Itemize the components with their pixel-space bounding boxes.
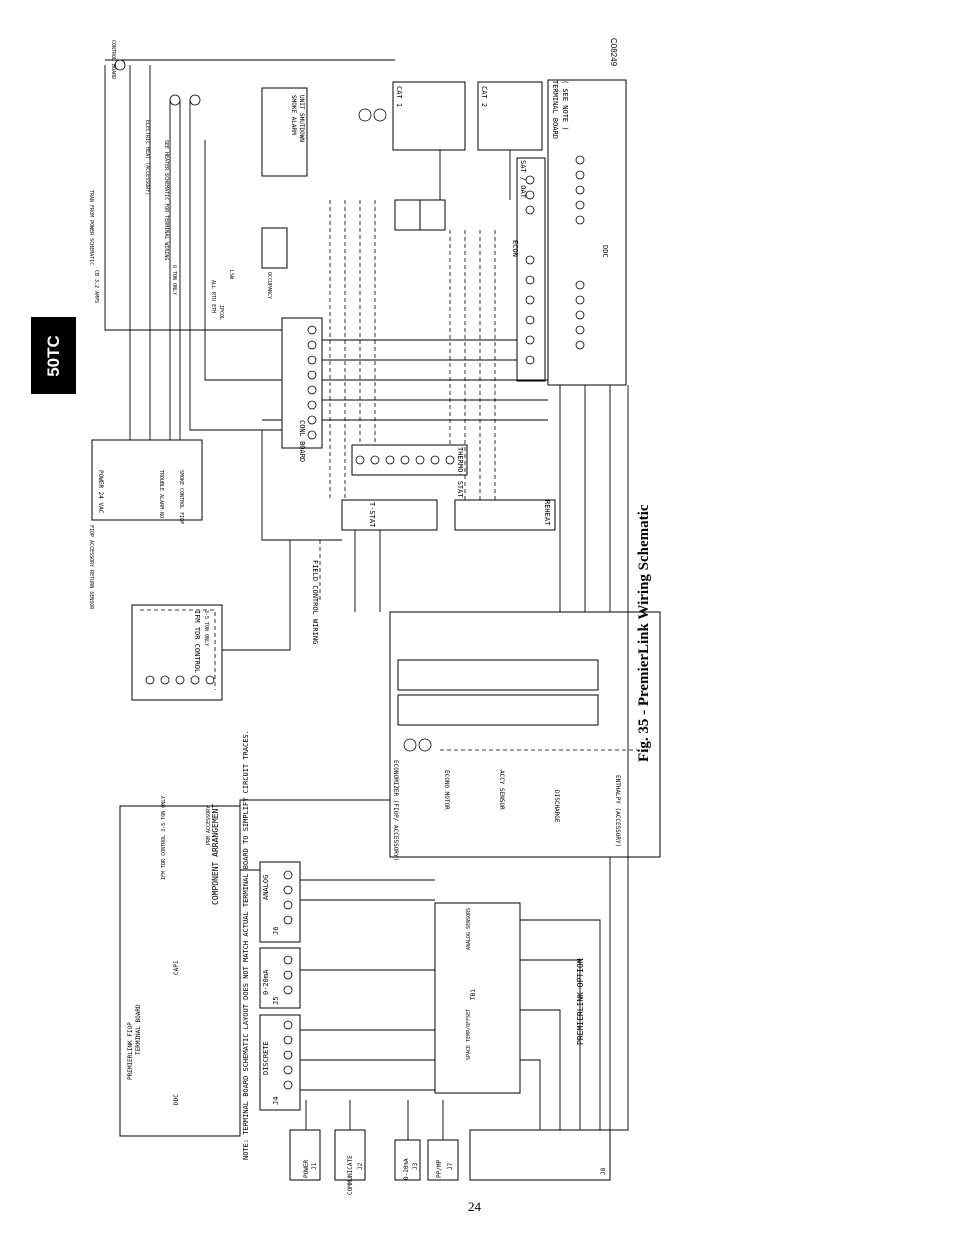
label-ddc: DDC xyxy=(601,245,609,258)
unit-shutdown-box xyxy=(261,87,308,177)
label-occupancy: OCCUPANCY xyxy=(266,272,272,299)
label-j3-ma: 0-20mA xyxy=(403,1158,410,1180)
label-see-note: ( SEE NOTE ) xyxy=(561,80,569,131)
economizer-plug-strip-2 xyxy=(397,694,599,726)
label-cap1: CAP1 xyxy=(173,960,180,975)
label-premierlink-option: PREMIERLINK OPTION xyxy=(576,958,585,1045)
label-j4: J4 xyxy=(272,1097,280,1105)
thermostat-box xyxy=(351,444,468,476)
label-j3: J3 xyxy=(412,1162,419,1170)
label-economizer: ECONOMIZER (FIOP/ ACCESSORY) xyxy=(392,760,399,861)
label-ifm-tdr-control: IFM TDR CONTROL xyxy=(193,610,201,673)
label-j2: J2 xyxy=(357,1162,364,1170)
section-tab: 50TC xyxy=(31,317,76,394)
label-enthalpy: ENTHALPY (ACCESSORY) xyxy=(614,775,621,847)
label-tb1: TB1 xyxy=(470,989,477,1000)
cool-comp1-box xyxy=(394,199,421,231)
ipcol-terminal-box xyxy=(261,227,288,269)
label-ddc-box: DDC xyxy=(173,1094,180,1105)
label-cat1: CAT 1 xyxy=(395,86,403,107)
field-wiring-dashed xyxy=(140,200,650,751)
label-conl-board: CONL BOARD xyxy=(298,420,306,462)
label-premierlink-fiop: PREMIERLINK FIOP xyxy=(127,1022,134,1080)
label-j5-ma: 0-20mA xyxy=(262,969,270,995)
j8-connector xyxy=(469,1129,611,1181)
label-terminal-board-box: TERMINAL BOARD xyxy=(135,1004,142,1055)
terminal-markers xyxy=(114,59,585,1090)
label-j1: J1 xyxy=(311,1162,318,1170)
label-ipcol: IPCOL xyxy=(218,305,224,320)
label-j8: J8 xyxy=(600,1167,607,1175)
label-from-power: TRAN FROM POWER SCHEMATIC xyxy=(88,190,94,265)
label-j7: J7 xyxy=(447,1162,454,1170)
label-control-board: CONTROL BOARD xyxy=(110,40,116,79)
label-component-arrangement: COMPONENT ARRANGEMENT xyxy=(211,804,220,905)
label-discharge: DISCHARGE xyxy=(553,790,560,823)
label-ifm-tdr-note: 3-5 TON ONLY xyxy=(203,610,209,646)
power-24vac-box xyxy=(91,439,203,521)
label-reheat: REHEAT xyxy=(543,500,551,526)
label-terminal-board: TERMINAL BOARD xyxy=(551,80,559,139)
label-fiop-sensor: FIOP ACCESSORY RETURN SENSOR xyxy=(88,525,94,610)
label-pp-mp: PP/MP xyxy=(436,1160,443,1178)
j3-connector xyxy=(394,1139,421,1181)
label-six-ton-only: 6 TON ONLY xyxy=(171,265,177,295)
label-j2-communicate: COMMUNICATE xyxy=(347,1155,354,1195)
reheat-box xyxy=(454,499,556,531)
j7-connector xyxy=(427,1139,459,1181)
j6-analog-connector xyxy=(259,861,301,943)
label-thermostat: THERMO- STAT xyxy=(456,447,464,498)
tstat-box xyxy=(341,499,438,531)
label-analog-sensors: ANALOG SENSORS xyxy=(466,908,472,950)
conl-board-box xyxy=(281,317,323,449)
label-smoke-control: SMOKE CONTROL FIOP xyxy=(178,470,184,524)
label-note: NOTE: TERMINAL BOARD SCHEMATIC LAYOUT DO… xyxy=(242,730,250,1160)
label-trouble-alarm: TROUBLE ALARM NO xyxy=(158,470,164,518)
label-sat-oat: SAT / OAT xyxy=(519,160,527,199)
component-arrangement-box xyxy=(119,805,241,1137)
label-tstat: T-STAT xyxy=(368,502,376,528)
label-ifm-tdr-control-box: IFM TDR CONTROL 3-5 TON ONLY xyxy=(161,796,167,880)
label-discrete: DISCRETE xyxy=(262,1041,270,1075)
j4-discrete-connector xyxy=(259,1014,301,1111)
label-power-24vac: POWER 24 VAC xyxy=(97,470,104,514)
ddc-connector-strip xyxy=(516,157,546,382)
label-all-rtu: ALL RTU ETH xyxy=(210,280,216,313)
label-accy-sensor: ACCY SENSOR xyxy=(498,770,505,810)
label-see-heater: SEE HEATER SCHEMATIC FOR TERMINAL WIRING xyxy=(163,140,169,260)
economizer-frame xyxy=(389,611,661,858)
schematic-labels: TERMINAL BOARD ( SEE NOTE ) CAT 1 CAT 2 … xyxy=(88,40,621,1195)
label-j5: J5 xyxy=(272,997,280,1005)
label-unit-shutdown: UNIT SHUTDOWN xyxy=(298,95,305,142)
label-field-control-wiring: FIELD CONTROL WIRING xyxy=(311,560,319,644)
label-electric-heat: ELECTRIC HEAT (ACCESSORY) xyxy=(144,120,150,195)
ifm-tdr-control-box xyxy=(131,604,223,701)
cool-comp2-box xyxy=(419,199,446,231)
label-lsw: LSW xyxy=(228,270,234,280)
label-prm-accessory: PRM ACCESSORY xyxy=(206,806,212,845)
j5-connector xyxy=(259,947,301,1009)
j1-power-connector xyxy=(289,1129,321,1181)
tb1-terminal-block xyxy=(434,902,521,1094)
label-analog: ANALOG xyxy=(262,875,270,900)
economizer-plug-strip xyxy=(397,659,599,691)
schematic-frame xyxy=(91,79,661,1181)
label-econo-motor: ECONO MOTOR xyxy=(443,770,450,810)
label-cb-amps: CB 3.2 AMPS xyxy=(93,270,99,303)
label-space-temp: SPACE TEMP/OFFSET xyxy=(466,1009,472,1060)
label-smoke-alarm: SMOKE ALARM xyxy=(290,95,297,135)
label-econ: ECON xyxy=(511,240,519,257)
page-number: 24 xyxy=(468,1199,481,1214)
label-j1-power: POWER xyxy=(303,1160,310,1178)
cat1-box xyxy=(392,81,466,151)
wire-traces xyxy=(104,59,629,1140)
label-j6: J6 xyxy=(272,927,280,935)
terminal-board-outline xyxy=(547,79,627,386)
label-cat2: CAT 2 xyxy=(480,86,488,107)
